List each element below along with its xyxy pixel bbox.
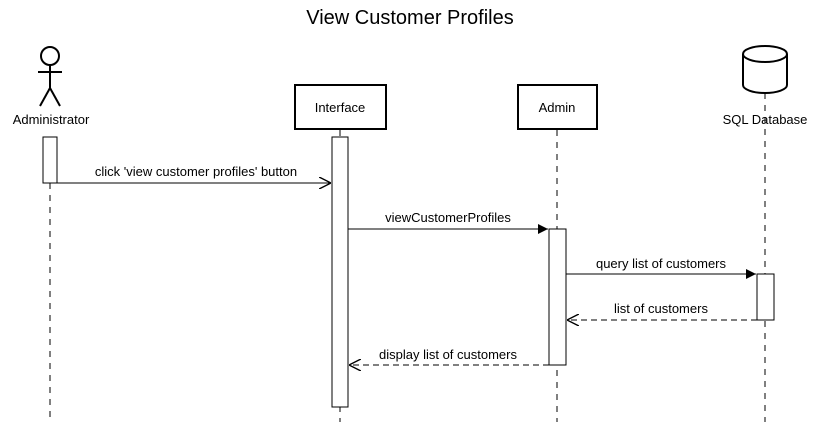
message-label-4: list of customers — [614, 301, 708, 316]
actor-icon — [38, 46, 62, 107]
database-icon — [742, 45, 788, 94]
participant-label-admin: Admin — [539, 100, 576, 115]
participant-label-administrator: Administrator — [13, 112, 90, 127]
participant-administrator: Administrator — [13, 46, 90, 127]
diagram-title: View Customer Profiles — [306, 7, 513, 29]
activation-sql-database — [756, 273, 775, 321]
message-3: query list of customers — [566, 256, 756, 279]
activation-administrator — [42, 136, 58, 184]
participant-label-sql-database: SQL Database — [723, 112, 808, 127]
message-5: display list of customers — [349, 347, 549, 365]
message-1: click 'view customer profiles' button — [57, 164, 331, 183]
activation-interface — [331, 136, 349, 408]
message-label-2: viewCustomerProfiles — [385, 210, 511, 225]
message-label-1: click 'view customer profiles' button — [95, 164, 297, 179]
message-4: list of customers — [567, 301, 757, 320]
message-label-3: query list of customers — [596, 256, 727, 271]
participant-label-interface: Interface — [315, 100, 366, 115]
message-label-5: display list of customers — [379, 347, 517, 362]
activation-admin — [548, 228, 567, 366]
participant-sql-database: SQL Database — [723, 45, 808, 127]
participant-interface: Interface — [294, 84, 387, 130]
message-2: viewCustomerProfiles — [348, 210, 548, 234]
participant-admin: Admin — [517, 84, 598, 130]
